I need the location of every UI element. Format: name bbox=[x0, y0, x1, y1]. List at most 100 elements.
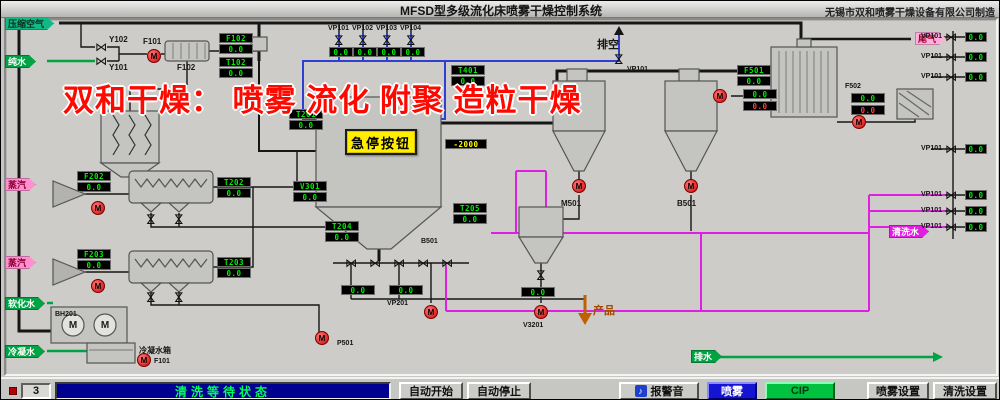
pump-icon[interactable]: M bbox=[852, 115, 866, 129]
clean-settings-button[interactable]: 清洗设置 bbox=[933, 382, 997, 399]
instrument-tag-display: T201 bbox=[289, 109, 323, 119]
instrument-value-display: 0.0 bbox=[217, 268, 251, 278]
cip-button[interactable]: CIP bbox=[765, 382, 835, 399]
equipment-label: B501 bbox=[677, 199, 697, 208]
valve-icon[interactable]: ⋈ bbox=[369, 256, 381, 270]
spray-button[interactable]: 喷雾 bbox=[707, 382, 757, 399]
pump-icon[interactable]: M bbox=[91, 201, 105, 215]
alarm-sound-button[interactable]: ♪ 报警音 bbox=[619, 382, 699, 399]
instrument-value-display: 0.0 bbox=[219, 44, 253, 54]
equipment-label: VP104 bbox=[400, 25, 422, 32]
equipment-label: VP101 bbox=[921, 73, 943, 80]
instrument-tag-display: T202 bbox=[217, 177, 251, 187]
valve-icon[interactable]: ⋈ bbox=[95, 40, 107, 54]
valve-icon[interactable]: ⋈ bbox=[144, 291, 158, 303]
instrument-value-display: 0.0 bbox=[453, 214, 487, 224]
instrument-value-display: 0.0 bbox=[77, 260, 111, 270]
motor-icon: M bbox=[68, 319, 78, 331]
value-display: 0.0 bbox=[851, 93, 885, 103]
valve-icon[interactable]: ⋈ bbox=[345, 256, 357, 270]
pump-icon[interactable]: M bbox=[315, 331, 329, 345]
instrument-value-display: 0.0 bbox=[325, 232, 359, 242]
equipment-label: VP101 bbox=[921, 53, 943, 60]
valve-icon[interactable]: ⋈ bbox=[417, 256, 429, 270]
valve-icon[interactable]: ⋈ bbox=[612, 53, 626, 65]
auto-stop-button[interactable]: 自动停止 bbox=[467, 382, 531, 399]
alarm-indicator-icon bbox=[9, 387, 17, 395]
valve-icon[interactable]: ⋈ bbox=[441, 256, 453, 270]
alarm-sound-label: 报警音 bbox=[650, 386, 684, 398]
valve-icon[interactable]: ⋈ bbox=[945, 188, 957, 202]
value-display: 0.0 bbox=[965, 72, 987, 82]
valve-icon[interactable]: ⋈ bbox=[945, 50, 957, 64]
equipment-label: VP101 bbox=[921, 207, 943, 214]
valve-icon[interactable]: ⋈ bbox=[945, 204, 957, 218]
pump-icon[interactable]: M bbox=[713, 89, 727, 103]
valve-icon[interactable]: ⋈ bbox=[172, 291, 186, 303]
valve-icon[interactable]: ⋈ bbox=[172, 213, 186, 225]
equipment-label: Y101 bbox=[109, 63, 128, 72]
equipment-label: M501 bbox=[561, 199, 582, 208]
valve-icon[interactable]: ⋈ bbox=[945, 142, 957, 156]
value-display: 0.0 bbox=[965, 190, 987, 200]
pump-icon[interactable]: M bbox=[684, 179, 698, 193]
valve-icon[interactable]: ⋈ bbox=[945, 30, 957, 44]
value-display: 0.0 bbox=[965, 52, 987, 62]
instrument-tag-display: F102 bbox=[219, 33, 253, 43]
spray-settings-button[interactable]: 喷雾设置 bbox=[867, 382, 929, 399]
instrument-tag-display: T205 bbox=[453, 203, 487, 213]
valve-icon[interactable]: ⋈ bbox=[393, 256, 405, 270]
instrument-tag-display: F202 bbox=[77, 171, 111, 181]
value-display: 0.0 bbox=[377, 47, 401, 57]
equipment-label: F502 bbox=[845, 83, 861, 90]
equipment-label: B501 bbox=[421, 238, 438, 245]
value-display: 0.0 bbox=[965, 222, 987, 232]
value-display: 0.0 bbox=[743, 101, 777, 111]
equipment-label: VP101 bbox=[921, 223, 943, 230]
pump-icon[interactable]: M bbox=[424, 305, 438, 319]
equipment-label: 排空 bbox=[597, 39, 619, 51]
equipment-label: Y102 bbox=[109, 35, 128, 44]
pump-icon[interactable]: M bbox=[147, 49, 161, 63]
alarm-sound-icon: ♪ bbox=[634, 385, 647, 397]
valve-icon[interactable]: ⋈ bbox=[534, 269, 548, 281]
valve-icon[interactable]: ⋈ bbox=[144, 213, 158, 225]
emergency-stop-button[interactable]: 急停按钮 bbox=[345, 129, 417, 155]
pump-icon[interactable]: M bbox=[534, 305, 548, 319]
value-display: 0.0 bbox=[521, 287, 555, 297]
instrument-tag-display: F203 bbox=[77, 249, 111, 259]
equipment-label: P501 bbox=[337, 340, 354, 347]
valve-icon[interactable]: ⋈ bbox=[356, 34, 370, 46]
pump-icon[interactable]: M bbox=[137, 353, 151, 367]
instrument-tag-display: F501 bbox=[737, 65, 771, 75]
equipment-label: VP103 bbox=[376, 25, 398, 32]
auto-start-button[interactable]: 自动开始 bbox=[399, 382, 463, 399]
instrument-value-display: 0.0 bbox=[219, 68, 253, 78]
title-bar: MFSD型多级流化床喷雾干燥控制系统 无锡市双和喷雾干燥设备有限公司制造 bbox=[1, 1, 999, 19]
status-bar: 清洗等待状态 bbox=[55, 382, 391, 399]
value-display: 0.0 bbox=[851, 105, 885, 115]
valve-icon[interactable]: ⋈ bbox=[380, 34, 394, 46]
instrument-tag-display: T204 bbox=[325, 221, 359, 231]
valve-icon[interactable]: ⋈ bbox=[332, 34, 346, 46]
equipment-label: F101 bbox=[154, 358, 170, 365]
control-bar: 3 清洗等待状态 自动开始 自动停止 ♪ 报警音 喷雾 CIP 喷雾设置 清洗设… bbox=[1, 377, 999, 399]
equipment-label: VP101 bbox=[921, 33, 943, 40]
stream-tag: 蒸汽 bbox=[5, 256, 36, 269]
valve-icon[interactable]: ⋈ bbox=[95, 54, 107, 68]
equipment-label: VP201 bbox=[387, 300, 409, 307]
equipment-label: F101 bbox=[143, 37, 162, 46]
status-text: 清洗等待状态 bbox=[174, 384, 271, 399]
valve-icon[interactable]: ⋈ bbox=[945, 220, 957, 234]
value-display: 0.0 bbox=[743, 89, 777, 99]
valve-icon[interactable]: ⋈ bbox=[404, 34, 418, 46]
stream-tag: 冷凝水 bbox=[5, 345, 45, 358]
valve-icon[interactable]: ⋈ bbox=[945, 70, 957, 84]
instrument-value-display: 0.0 bbox=[289, 120, 323, 130]
pump-icon[interactable]: M bbox=[91, 279, 105, 293]
equipment-label: VP101 bbox=[627, 66, 649, 73]
stream-tag: 排水 bbox=[691, 350, 722, 363]
pump-icon[interactable]: M bbox=[572, 179, 586, 193]
